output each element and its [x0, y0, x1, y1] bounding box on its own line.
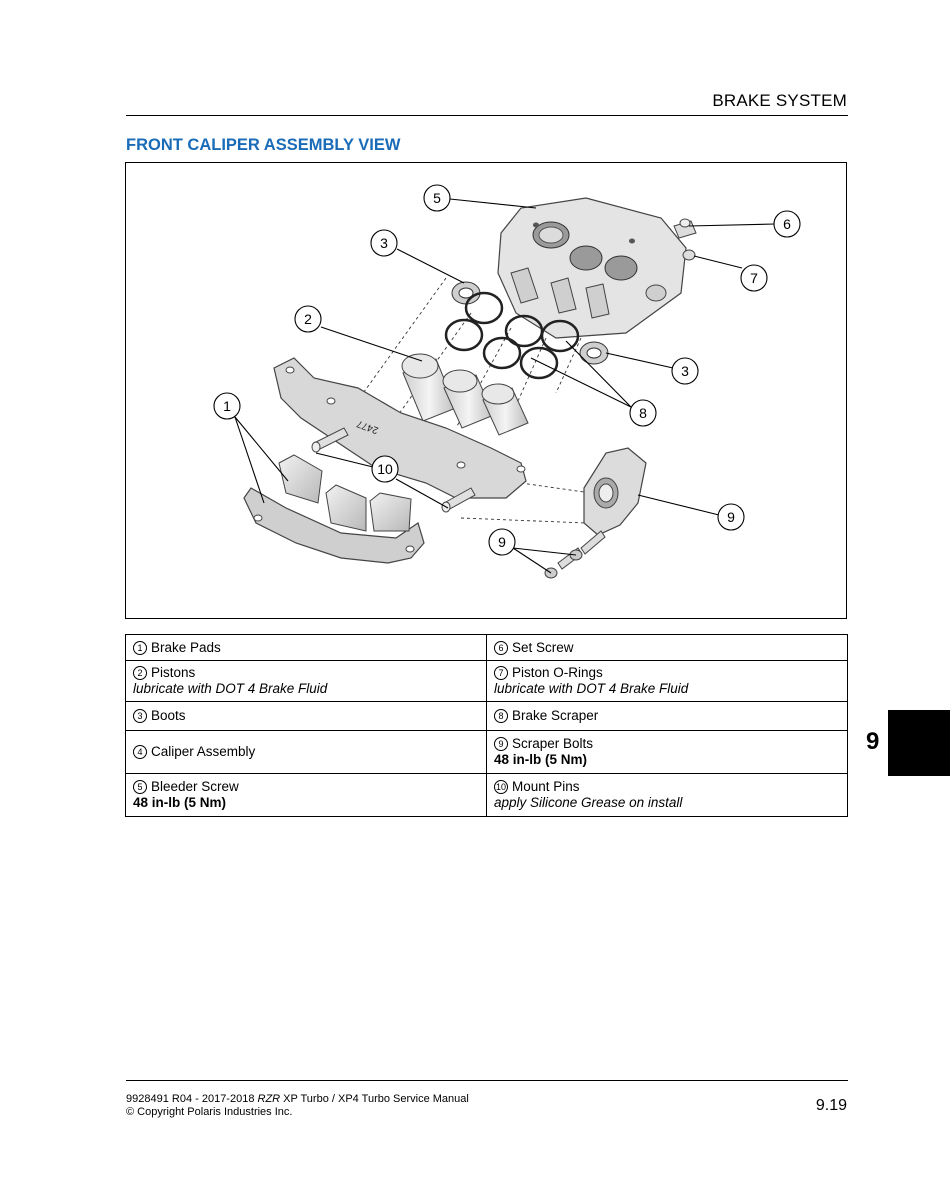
legend-cell: 4 Caliper Assembly: [125, 730, 487, 774]
header-rule: [126, 115, 848, 116]
item-name: Mount Pins: [512, 779, 580, 794]
exploded-view-figure: 2477: [125, 162, 847, 619]
set-screw: [682, 249, 696, 261]
bleeder-screw: [673, 218, 697, 239]
item-number: 2: [133, 666, 147, 680]
svg-text:2: 2: [304, 311, 312, 327]
footer-rule: [126, 1080, 848, 1081]
item-number: 8: [494, 709, 508, 723]
item-number: 1: [133, 640, 147, 655]
item-name: Boots: [151, 708, 186, 723]
item-name: Bleeder Screw: [151, 779, 239, 794]
item-number: 4: [133, 745, 147, 759]
legend-row: 3 Boots 8 Brake Scraper: [125, 701, 848, 731]
callout-8: 9: [717, 503, 745, 531]
item-note: 48 in-lb (5 Nm): [133, 795, 227, 810]
svg-text:8: 8: [639, 405, 647, 421]
page-number: 9.19: [815, 1097, 847, 1114]
item-name: Set Screw: [512, 639, 574, 655]
legend-cell: 6 Set Screw: [486, 634, 848, 661]
item-number: 6: [494, 640, 508, 655]
chapter-tab: [888, 710, 950, 776]
item-name: Brake Pads: [151, 639, 221, 655]
exploded-view-drawing: 2477: [213, 184, 801, 579]
svg-text:6: 6: [783, 216, 791, 232]
item-name: Brake Scraper: [512, 708, 599, 723]
svg-text:7: 7: [750, 270, 758, 286]
svg-text:1: 1: [223, 398, 231, 414]
item-number: 10: [494, 780, 508, 794]
brake-pads: [243, 454, 425, 564]
footer-doc-title: 9928491 R04 - 2017-2018 RZR XP Turbo / X…: [126, 1093, 469, 1105]
item-name: Caliper Assembly: [151, 744, 256, 759]
page-title: FRONT CALIPER ASSEMBLY VIEW: [126, 136, 401, 154]
callout-4: 5: [423, 184, 451, 212]
callout-2: 2: [294, 305, 322, 333]
item-name: Piston O-Rings: [512, 665, 603, 680]
item-name: Scraper Bolts: [512, 736, 594, 751]
brake-scraper: [583, 447, 647, 536]
legend-cell: 8 Brake Scraper: [486, 701, 848, 731]
svg-text:10: 10: [377, 461, 393, 477]
chapter-number: 9: [866, 728, 880, 755]
svg-text:9: 9: [727, 509, 735, 525]
svg-text:5: 5: [433, 190, 441, 206]
item-number: 3: [133, 709, 147, 723]
pistons: [401, 353, 529, 436]
callout-1: 1: [213, 392, 241, 420]
legend-cell: 3 Boots: [125, 701, 487, 731]
caliper-body: [497, 197, 687, 339]
callout-5: 6: [773, 210, 801, 238]
legend-row: 1 Brake Pads 6 Set Screw: [125, 634, 848, 661]
piston-o-rings: [444, 291, 580, 380]
item-number: 9: [494, 737, 508, 751]
alignment-lines: [355, 277, 592, 524]
footer-doc-info: 9928491 R04 - 2017-2018 RZR XP Turbo / X…: [126, 1093, 469, 1119]
callout-10: 10: [371, 455, 399, 483]
item-number: 7: [494, 666, 508, 680]
callout-6: 7: [740, 264, 768, 292]
callout-7: 8: [629, 399, 657, 427]
header-section-title: BRAKE SYSTEM: [712, 91, 847, 110]
callout-3-upper: 3: [370, 229, 398, 257]
footer-copyright: © Copyright Polaris Industries Inc.: [126, 1106, 293, 1118]
item-note: apply Silicone Grease on install: [494, 795, 683, 810]
callouts: 5 6 3 7 2 3 1 8 10 9 9: [213, 184, 801, 556]
item-note: lubricate with DOT 4 Brake Fluid: [494, 681, 689, 696]
item-name: Pistons: [151, 665, 196, 680]
item-note: lubricate with DOT 4 Brake Fluid: [133, 681, 328, 696]
item-number: 5: [133, 780, 147, 794]
item-note: 48 in-lb (5 Nm): [494, 752, 588, 767]
svg-text:3: 3: [380, 235, 388, 251]
callout-9: 9: [488, 528, 516, 556]
svg-text:9: 9: [498, 534, 506, 550]
svg-text:3: 3: [681, 363, 689, 379]
legend-cell: 1 Brake Pads: [125, 634, 487, 661]
leader-lines: [234, 198, 776, 574]
callout-3-lower: 3: [671, 357, 699, 385]
